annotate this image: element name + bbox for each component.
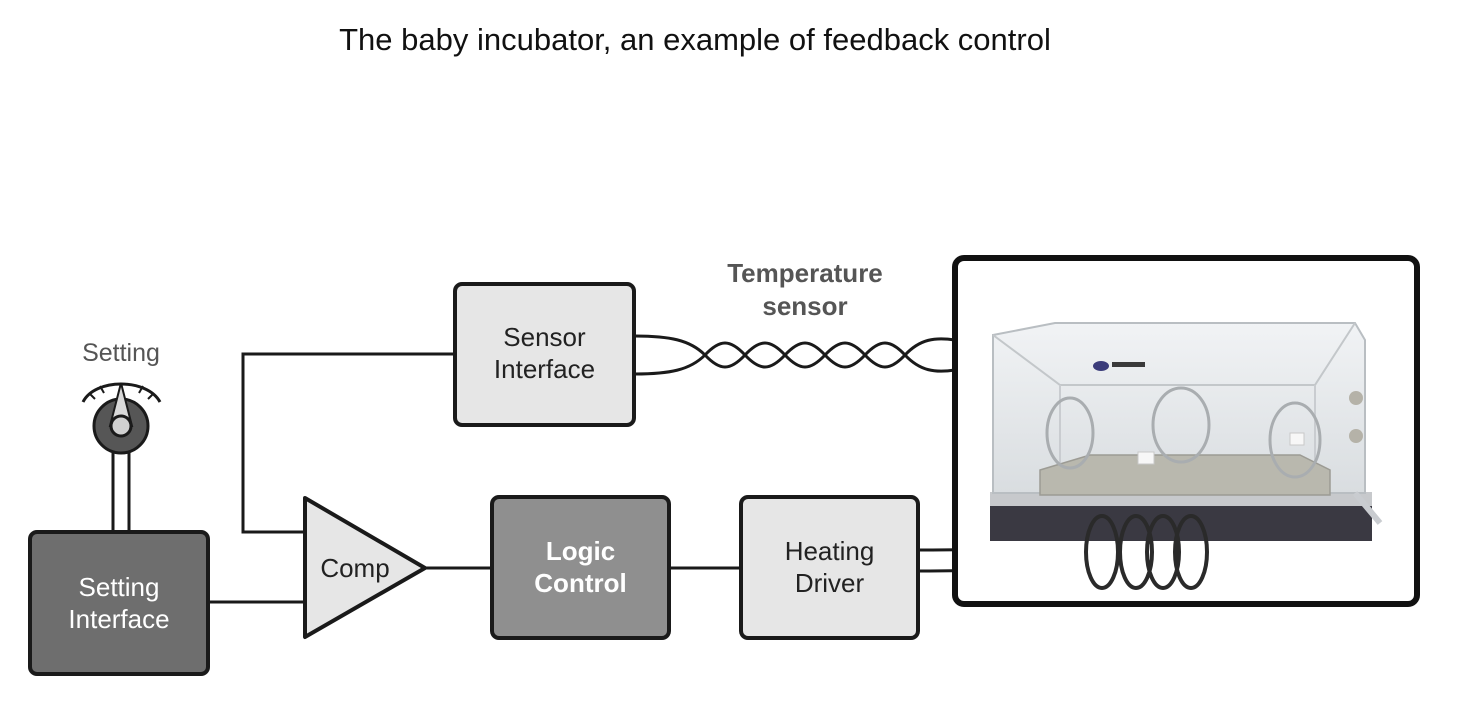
logic-control-line1: Logic	[545, 536, 616, 566]
setting-dial	[81, 382, 162, 455]
comparator-label: Comp	[320, 553, 390, 583]
heating-driver-block	[739, 495, 920, 640]
sensor-interface-line1: Sensor	[503, 322, 586, 352]
heater-coil	[1084, 514, 1209, 590]
comparator-block	[303, 496, 427, 639]
sensor-interface-line2: Interface	[493, 354, 596, 384]
heating-driver-line2: Driver	[794, 568, 865, 598]
setting-label: Setting	[82, 339, 160, 367]
incubator-illustration	[952, 255, 1420, 607]
logic-control-line2: Control	[534, 568, 627, 598]
diagram-title: The baby incubator, an example of feedba…	[339, 22, 1051, 57]
temperature-sensor-label: Temperature sensor	[690, 257, 920, 323]
logic-control-label: Logic Control	[492, 535, 669, 599]
setting-interface-block	[28, 530, 210, 676]
temperature-sensor-label-line1: Temperature	[727, 258, 883, 288]
sensor-interface-label: Sensor Interface	[455, 321, 634, 385]
heating-driver-line1: Heating	[784, 536, 875, 566]
setting-interface-line1: Setting	[78, 572, 160, 602]
logic-control-block	[490, 495, 671, 640]
setting-interface-line2: Interface	[68, 604, 170, 634]
setting-interface-label: Setting Interface	[30, 571, 208, 635]
sensor-interface-block	[453, 282, 636, 427]
temperature-sensor-label-line2: sensor	[762, 291, 848, 321]
heating-driver-label: Heating Driver	[741, 535, 918, 599]
